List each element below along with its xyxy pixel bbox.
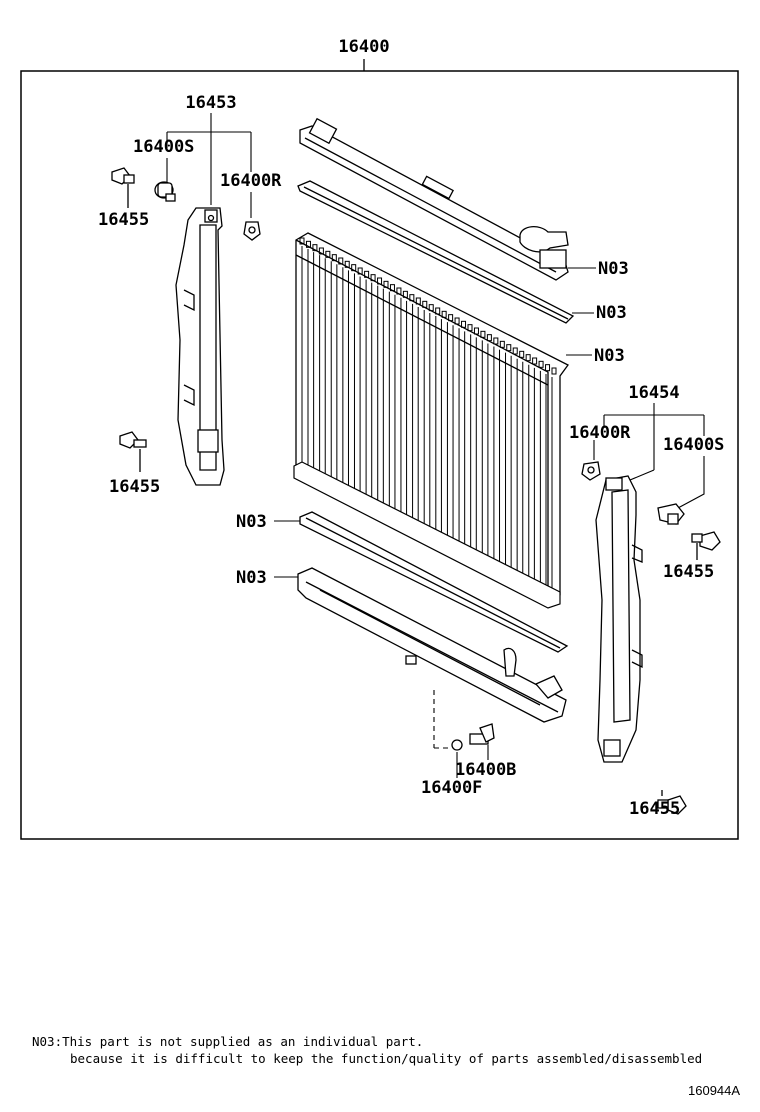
radiator-core-bottom-strip (293, 461, 561, 609)
figure-id: 160944A (688, 1083, 741, 1098)
bolt-right-bottom (657, 790, 687, 815)
drain-cock (451, 723, 495, 751)
label-16455-right-bottom: 16455 (629, 799, 680, 819)
core-header-tooth (512, 347, 518, 355)
label-16455-left-top: 16455 (98, 210, 149, 230)
core-header-tooth (473, 327, 479, 335)
core-header-tooth (499, 340, 505, 348)
left-support-leaders (166, 113, 252, 218)
footnote-line-1: N03:This part is not supplied as an indi… (32, 1034, 424, 1049)
label-16400R-right: 16400R (569, 423, 631, 443)
assembly-frame (20, 70, 739, 840)
core-header-tooth (422, 300, 428, 308)
bolt-left-top (111, 167, 135, 208)
core-header-tooth (402, 290, 408, 298)
core-header-tooth (331, 254, 337, 262)
core-header-tooth (486, 334, 492, 342)
label-16400R-left: 16400R (220, 171, 282, 191)
label-N03-lower-tank: N03 (236, 568, 267, 588)
core-header-tooth (467, 324, 473, 332)
core-header-tooth (415, 297, 421, 305)
core-header-tooth (396, 287, 402, 295)
bolt-right-top (691, 531, 721, 560)
right-cushion-s (657, 503, 685, 525)
lower-gasket (299, 511, 569, 653)
core-header-tooth (299, 237, 305, 245)
right-radiator-support (595, 475, 643, 763)
core-header-tooth (519, 350, 525, 358)
label-16400S-right: 16400S (663, 435, 724, 455)
core-header-tooth (441, 310, 447, 318)
core-header-tooth (357, 267, 363, 275)
core-header-tooth (428, 304, 434, 312)
upper-gasket (297, 180, 575, 324)
label-16400F: 16400F (421, 778, 482, 798)
core-header-tooth (364, 270, 370, 278)
label-N03-core: N03 (594, 346, 625, 366)
core-header-tooth (545, 364, 551, 372)
core-header-tooth (338, 257, 344, 265)
core-header-tooth (305, 240, 311, 248)
label-16455-right-top: 16455 (663, 562, 714, 582)
core-header-tooth (370, 274, 376, 282)
label-N03-lower-gasket: N03 (236, 512, 267, 532)
core-header-tooth (525, 354, 531, 362)
core-header-tooth (461, 320, 467, 328)
radiator-core-fins (299, 237, 557, 599)
core-header-tooth (325, 250, 331, 258)
core-header-tooth (312, 244, 318, 252)
core-header-tooth (377, 277, 383, 285)
bolt-left-bottom (119, 431, 147, 472)
core-header-tooth (389, 284, 395, 292)
core-header-tooth (493, 337, 499, 345)
label-16400B: 16400B (455, 760, 516, 780)
core-header-tooth (344, 260, 350, 268)
footnote-line-2: because it is difficult to keep the func… (70, 1051, 703, 1066)
label-16455-left-bottom: 16455 (109, 477, 160, 497)
left-cushion-s (154, 181, 176, 202)
label-16453: 16453 (185, 93, 236, 113)
upper-tank (299, 117, 569, 281)
label-N03-upper-tank: N03 (598, 259, 629, 279)
label-16400: 16400 (338, 37, 389, 57)
footnote: N03:This part is not supplied as an indi… (32, 1033, 702, 1067)
core-header-tooth (506, 344, 512, 352)
right-support-leaders (593, 403, 705, 509)
core-header-tooth (435, 307, 441, 315)
core-header-tooth (409, 294, 415, 302)
core-header-tooth (454, 317, 460, 325)
label-16454: 16454 (628, 383, 679, 403)
core-header-tooth (383, 280, 389, 288)
core-header-tooth (551, 367, 557, 375)
core-header-tooth (351, 264, 357, 272)
label-16400S-left: 16400S (133, 137, 194, 157)
core-header-tooth (532, 357, 538, 365)
core-header-tooth (480, 330, 486, 338)
drain-cock-leaders (433, 690, 489, 778)
label-N03-upper-gasket: N03 (596, 303, 627, 323)
right-cushion-r (581, 461, 601, 481)
left-radiator-support (175, 207, 225, 486)
left-cushion-r (243, 221, 261, 241)
core-header-tooth (538, 360, 544, 368)
lower-tank (297, 567, 567, 723)
core-header-tooth (448, 314, 454, 322)
core-header-tooth (318, 247, 324, 255)
